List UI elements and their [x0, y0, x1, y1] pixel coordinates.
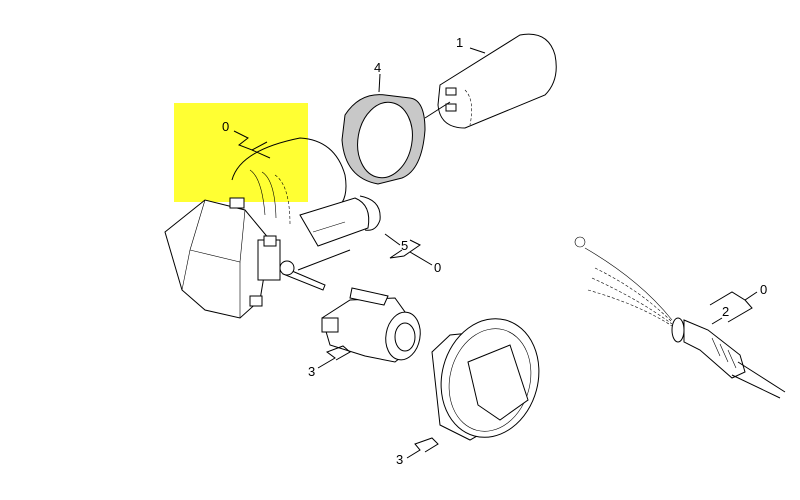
- label-ring[interactable]: 4: [374, 60, 381, 75]
- label-capacitor[interactable]: 1: [456, 35, 463, 50]
- ring-part[interactable]: [341, 94, 426, 185]
- knob-part[interactable]: [428, 308, 552, 449]
- label-knob[interactable]: 3: [396, 452, 403, 467]
- label-cable[interactable]: 2: [722, 304, 729, 319]
- holder-part[interactable]: [321, 287, 424, 363]
- leader-lines: [233, 47, 758, 459]
- label-seal[interactable]: 5: [401, 238, 408, 253]
- label-motor-suffix[interactable]: 0: [222, 119, 229, 134]
- highlight-area[interactable]: [174, 103, 308, 202]
- motor-assembly[interactable]: [164, 137, 381, 319]
- label-cable-suffix[interactable]: 0: [760, 282, 767, 297]
- capacitor-part[interactable]: [424, 33, 557, 129]
- label-holder[interactable]: 3: [308, 364, 315, 379]
- cable-part[interactable]: [574, 236, 786, 399]
- label-seal-suffix[interactable]: 0: [434, 260, 441, 275]
